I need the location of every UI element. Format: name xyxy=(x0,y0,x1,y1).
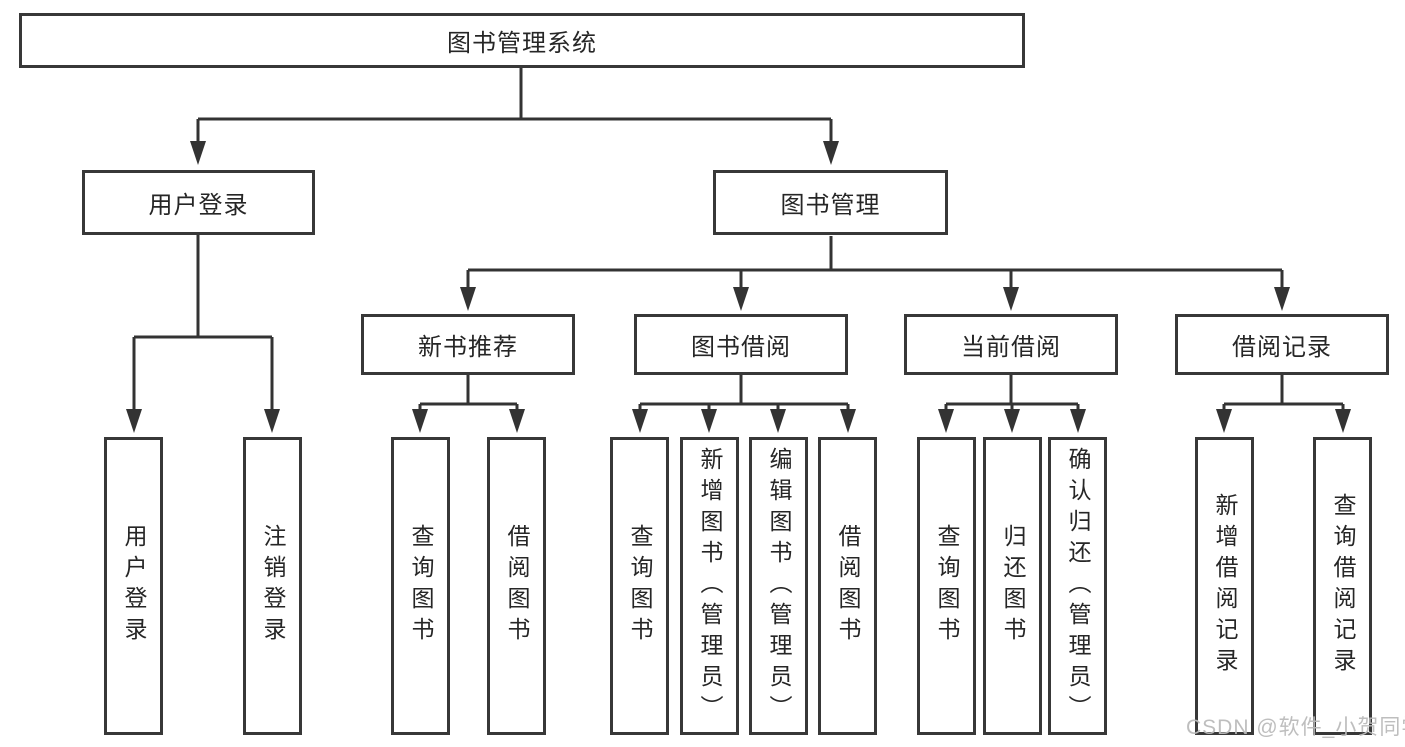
node-user-login: 用户登录 xyxy=(82,170,315,235)
leaf-add-books-admin: 新增图书（管理员） xyxy=(680,437,739,735)
leaf-label: 编辑图书（管理员） xyxy=(766,446,792,726)
node-book-management: 图书管理 xyxy=(713,170,948,235)
node-borrowing-records: 借阅记录 xyxy=(1175,314,1389,375)
node-label: 当前借阅 xyxy=(961,334,1061,361)
leaf-label: 查询图书 xyxy=(627,524,653,648)
connector-trunks xyxy=(134,68,1343,406)
leaf-label: 新增图书（管理员） xyxy=(697,446,723,726)
node-book-borrowing: 图书借阅 xyxy=(634,314,848,375)
leaf-query-books-borrowing: 查询图书 xyxy=(610,437,669,735)
leaf-label: 注销登录 xyxy=(260,524,286,648)
node-new-book-recommendation: 新书推荐 xyxy=(361,314,575,375)
node-label: 图书借阅 xyxy=(691,334,791,361)
leaf-label: 查询借阅记录 xyxy=(1330,493,1356,679)
leaf-logout-login: 注销登录 xyxy=(243,437,302,735)
leaf-label: 借阅图书 xyxy=(504,524,530,648)
leaf-label: 查询图书 xyxy=(408,524,434,648)
leaf-query-borrow-record: 查询借阅记录 xyxy=(1313,437,1372,735)
node-label: 新书推荐 xyxy=(418,334,518,361)
leaf-return-books: 归还图书 xyxy=(983,437,1042,735)
leaf-label: 借阅图书 xyxy=(835,524,861,648)
node-label: 用户登录 xyxy=(148,192,249,219)
node-library-management-system: 图书管理系统 xyxy=(19,13,1025,68)
node-label: 图书管理系统 xyxy=(447,30,597,57)
leaf-borrow-books-borrowing: 借阅图书 xyxy=(818,437,877,735)
leaf-add-borrow-record: 新增借阅记录 xyxy=(1195,437,1254,735)
watermark: CSDN @软件_小贺同学 xyxy=(1186,716,1405,739)
node-current-borrowing: 当前借阅 xyxy=(904,314,1118,375)
leaf-query-books-recommend: 查询图书 xyxy=(391,437,450,735)
leaf-label: 确认归还（管理员） xyxy=(1065,446,1091,726)
leaf-query-books-current: 查询图书 xyxy=(917,437,976,735)
leaf-borrow-books-recommend: 借阅图书 xyxy=(487,437,546,735)
leaf-label: 新增借阅记录 xyxy=(1212,493,1238,679)
leaf-confirm-return-admin: 确认归还（管理员） xyxy=(1048,437,1107,735)
leaf-label: 查询图书 xyxy=(934,524,960,648)
node-label: 图书管理 xyxy=(780,192,881,219)
leaf-label: 用户登录 xyxy=(121,524,147,648)
leaf-label: 归还图书 xyxy=(1000,524,1026,648)
leaf-edit-books-admin: 编辑图书（管理员） xyxy=(749,437,808,735)
node-label: 借阅记录 xyxy=(1232,334,1332,361)
leaf-user-login: 用户登录 xyxy=(104,437,163,735)
